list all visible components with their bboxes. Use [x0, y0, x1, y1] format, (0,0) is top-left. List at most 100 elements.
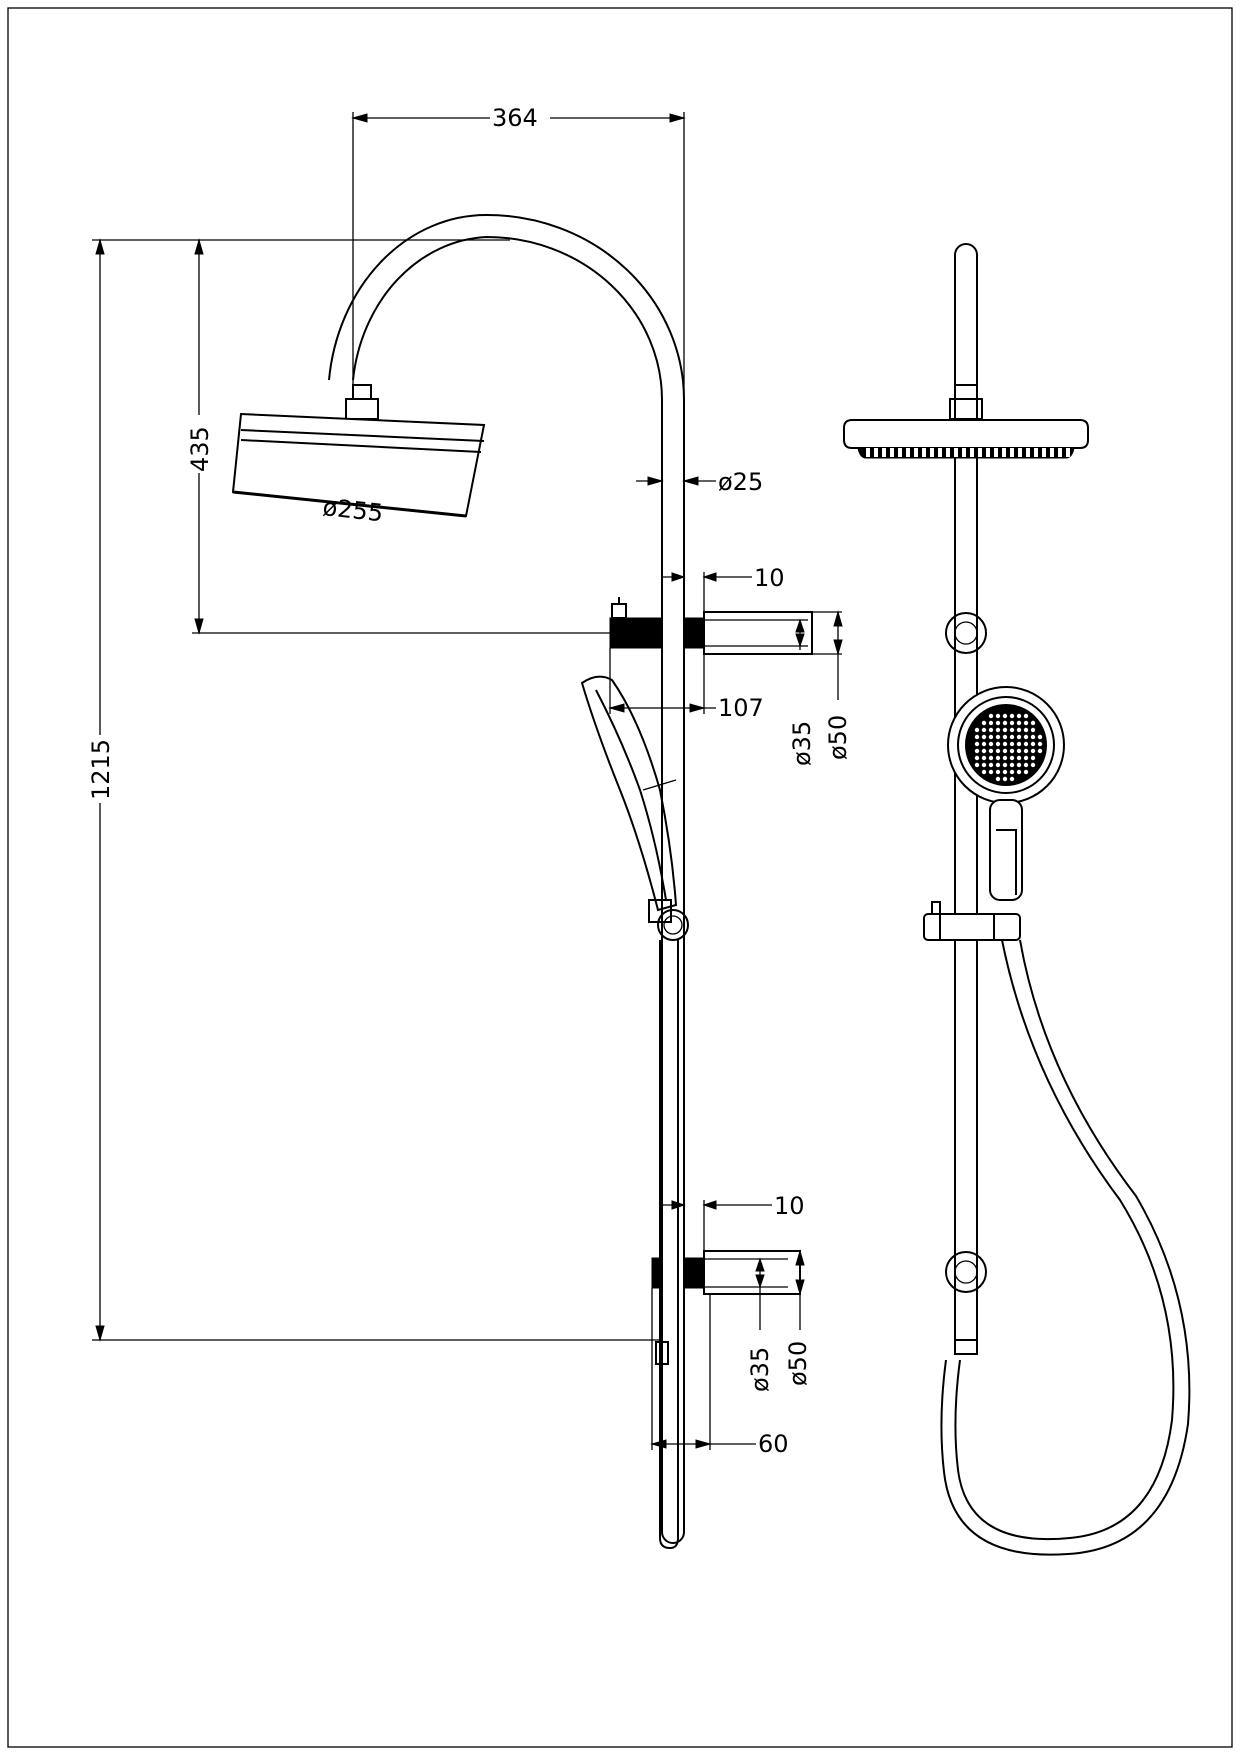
- handset-nozzle: [1016, 755, 1022, 761]
- dim-upper-diameters: ø35 ø50: [788, 610, 852, 766]
- handset-nozzle: [1037, 748, 1043, 754]
- lower-wall-bracket: [651, 1250, 801, 1365]
- overhead-nozzle: [890, 448, 894, 457]
- riser-arm: [352, 235, 663, 1532]
- handset-nozzle: [1023, 734, 1029, 740]
- handset-nozzle: [1030, 741, 1036, 747]
- overhead-nozzle: [882, 448, 886, 457]
- handset-nozzle: [1002, 720, 1008, 726]
- overhead-nozzle: [1058, 448, 1062, 457]
- handset-nozzle: [1023, 713, 1029, 719]
- handset-nozzle: [995, 755, 1001, 761]
- dim-overall-height-label: 1215: [87, 739, 115, 800]
- handset-nozzle: [981, 762, 987, 768]
- head-connector: [352, 384, 372, 400]
- upper-wall-bracket: [609, 597, 813, 655]
- dim-lower-diameters: ø35 ø50: [746, 1249, 812, 1392]
- handset-nozzle: [1016, 769, 1022, 775]
- handset-nozzle: [1009, 727, 1015, 733]
- handset-nozzle: [988, 755, 994, 761]
- handset-nozzle: [1037, 741, 1043, 747]
- handset-nozzle: [1016, 741, 1022, 747]
- handset-side: [580, 675, 689, 941]
- handset-nozzle: [981, 769, 987, 775]
- handset-nozzle: [1002, 776, 1008, 782]
- front-view: [843, 243, 1191, 1556]
- overhead-nozzle: [938, 448, 942, 457]
- dim-upper-inner-label: ø35: [788, 721, 816, 766]
- overhead-nozzle: [970, 448, 974, 457]
- overhead-nozzle: [1042, 448, 1046, 457]
- overhead-nozzle: [866, 448, 870, 457]
- handset-nozzle: [995, 748, 1001, 754]
- handset-nozzle: [1002, 755, 1008, 761]
- handset-nozzle: [995, 776, 1001, 782]
- overhead-nozzle: [1002, 448, 1006, 457]
- head-neck: [345, 398, 379, 420]
- handset-nozzle: [1023, 755, 1029, 761]
- handset-nozzle: [1009, 720, 1015, 726]
- handset-nozzle: [1030, 755, 1036, 761]
- overhead-nozzle: [962, 448, 966, 457]
- overhead-nozzle: [914, 448, 918, 457]
- handset-nozzle: [1009, 734, 1015, 740]
- handset-nozzle: [974, 741, 980, 747]
- overhead-nozzle: [898, 448, 902, 457]
- handset-nozzle: [981, 727, 987, 733]
- handset-nozzle: [1009, 762, 1015, 768]
- handset-nozzle: [1002, 741, 1008, 747]
- handset-nozzle: [974, 734, 980, 740]
- overhead-nozzle: [1018, 448, 1022, 457]
- handset-nozzle: [1016, 762, 1022, 768]
- handset-front: [947, 686, 1065, 901]
- handset-nozzle: [1030, 720, 1036, 726]
- handset-nozzle: [1009, 713, 1015, 719]
- handset-nozzle: [1002, 713, 1008, 719]
- overhead-nozzle: [922, 448, 926, 457]
- overhead-nozzle: [994, 448, 998, 457]
- riser-bottom-cap: [661, 1531, 685, 1544]
- overhead-nozzle: [1034, 448, 1038, 457]
- hose-side: [659, 940, 679, 1550]
- dim-upper-offset: 10: [662, 564, 785, 612]
- overhead-nozzle: [1010, 448, 1014, 457]
- handset-nozzle: [995, 713, 1001, 719]
- overhead-nozzle: [1066, 448, 1070, 457]
- handset-nozzle: [1016, 713, 1022, 719]
- dim-head-diameter-label: ø255: [321, 493, 384, 527]
- handset-nozzle: [1002, 727, 1008, 733]
- dim-arm-reach-label: 364: [492, 104, 538, 132]
- handset-nozzle: [981, 755, 987, 761]
- handset-nozzle: [988, 748, 994, 754]
- dim-overall-height: 1215: [86, 238, 662, 1342]
- front-upper-bracket: [945, 612, 987, 654]
- handset-nozzle: [995, 762, 1001, 768]
- handset-nozzle: [1030, 748, 1036, 754]
- handset-nozzle: [1023, 769, 1029, 775]
- handset-nozzle: [995, 741, 1001, 747]
- dim-upper-offset-label: 10: [754, 564, 785, 592]
- handset-nozzle: [1030, 727, 1036, 733]
- handset-nozzle: [981, 720, 987, 726]
- dim-lower-outer-label: ø50: [784, 1341, 812, 1386]
- handset-nozzle: [981, 741, 987, 747]
- handset-nozzle: [1016, 727, 1022, 733]
- overhead-nozzle: [1050, 448, 1054, 457]
- dim-upper-projection: 107: [608, 648, 764, 722]
- handset-nozzle: [981, 734, 987, 740]
- overhead-nozzle: [954, 448, 958, 457]
- overhead-nozzle: [906, 448, 910, 457]
- handset-nozzle: [1009, 748, 1015, 754]
- handset-nozzle: [974, 762, 980, 768]
- hose-front: [954, 939, 1175, 1541]
- handset-nozzle: [988, 741, 994, 747]
- dim-head-drop-label: 435: [186, 426, 214, 472]
- overhead-nozzle: [874, 448, 878, 457]
- slider-clamp: [923, 901, 1021, 941]
- dim-lower-inner-label: ø35: [746, 1347, 774, 1392]
- handset-nozzle: [1009, 755, 1015, 761]
- handset-nozzle: [1023, 727, 1029, 733]
- handset-nozzle: [1002, 734, 1008, 740]
- handset-nozzle: [1023, 762, 1029, 768]
